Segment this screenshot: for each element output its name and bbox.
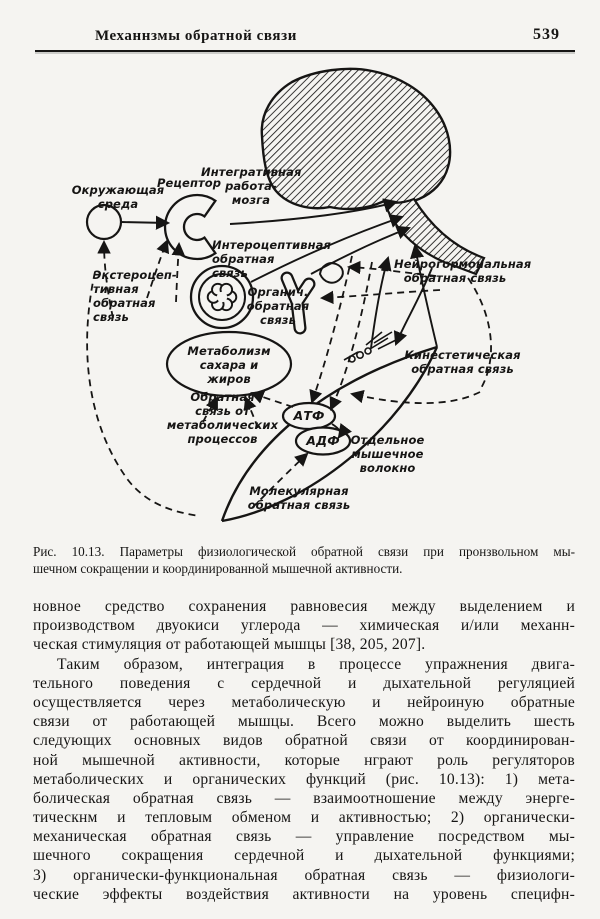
muscle-spindle-icon (343, 331, 397, 363)
label-atp: АТФ (293, 408, 325, 423)
label-muscle-fiber: Отдельное мышечное волокно (350, 433, 425, 475)
label-organic: Органич. обратная связь (246, 285, 310, 327)
body-line: ческие эффекты воздействия активности на… (33, 885, 575, 903)
header-rule (35, 50, 575, 52)
label-metabolic-feedback: Обратная связь от метаболических процесс… (166, 390, 279, 446)
label-integrative-brain: Интегративная работа- мозга (201, 165, 302, 207)
organ-icon (189, 264, 255, 330)
label-neurohormonal: Нейрогормональная обратная связь (394, 257, 532, 285)
brain-icon (260, 67, 452, 211)
gland-icon (318, 262, 344, 284)
figure-diagram (85, 67, 492, 523)
dashed-arrows (86, 239, 492, 517)
body-line: болическая обратная связь — взаимоотноше… (33, 789, 575, 807)
bone-icon (280, 271, 316, 335)
page-header-title: Механнзмы обратной связи (95, 28, 298, 44)
body-line: осуществляется через метаболическую и не… (33, 693, 575, 711)
caption-line: Рис. 10.13. Параметры физиологической об… (33, 544, 575, 559)
body-line: производством двуокиси углерода — химиче… (33, 617, 575, 635)
body-line: механическая обратная связь — управление… (33, 828, 575, 846)
body-line: тельного поведения с сердечной и дыхател… (33, 674, 575, 692)
body-line: связи от работающей мышцы. Всего можно в… (33, 713, 575, 731)
body-line: шечного сокращения сердечной и дыхательн… (33, 847, 575, 865)
body-line: ной мышечной активности, которые нграют … (33, 751, 575, 769)
label-metabolism: Метаболизм сахара и жиров (187, 344, 271, 386)
label-kinesthetic: Кинестетическая обратная связь (404, 348, 521, 376)
body-line: метаболических и органических функций (р… (33, 770, 575, 788)
body-line: следующих основных видов обратной связи … (33, 732, 575, 750)
caption-line: шечном сокращении и координированной мыш… (33, 560, 403, 576)
adp-ellipse (294, 426, 352, 456)
body-line: 3) органически-функциональная обратная с… (33, 866, 575, 884)
body-line: ческая стимуляция от работающей мышцы [3… (33, 636, 426, 654)
body-line: тическнм и тепловым обменом и активность… (33, 809, 575, 827)
label-adp: АДФ (306, 433, 340, 448)
label-exteroceptive: Экстероцеп- тивная обратная связь (93, 268, 177, 324)
label-molecular: Молекулярная обратная связь (247, 484, 351, 512)
body-text: новное средство сохранения равновесия ме… (33, 597, 575, 904)
metabolism-ellipse (165, 330, 293, 398)
body-line: новное средство сохранения равновесия ме… (33, 598, 575, 615)
label-environment: Окружающая среда (71, 183, 165, 211)
figure-10-13: Окружающая среда Рецептор Интегративная … (0, 60, 600, 542)
label-receptor: Рецептор (157, 176, 222, 190)
figure-caption: Рис. 10.13. Параметры физиологической об… (33, 544, 575, 577)
body-line: Таким образом, интеграция в процессе упр… (57, 655, 575, 673)
label-interoceptive: Интероцептивная обратная связь (212, 238, 332, 280)
page-number: 539 (533, 26, 560, 43)
